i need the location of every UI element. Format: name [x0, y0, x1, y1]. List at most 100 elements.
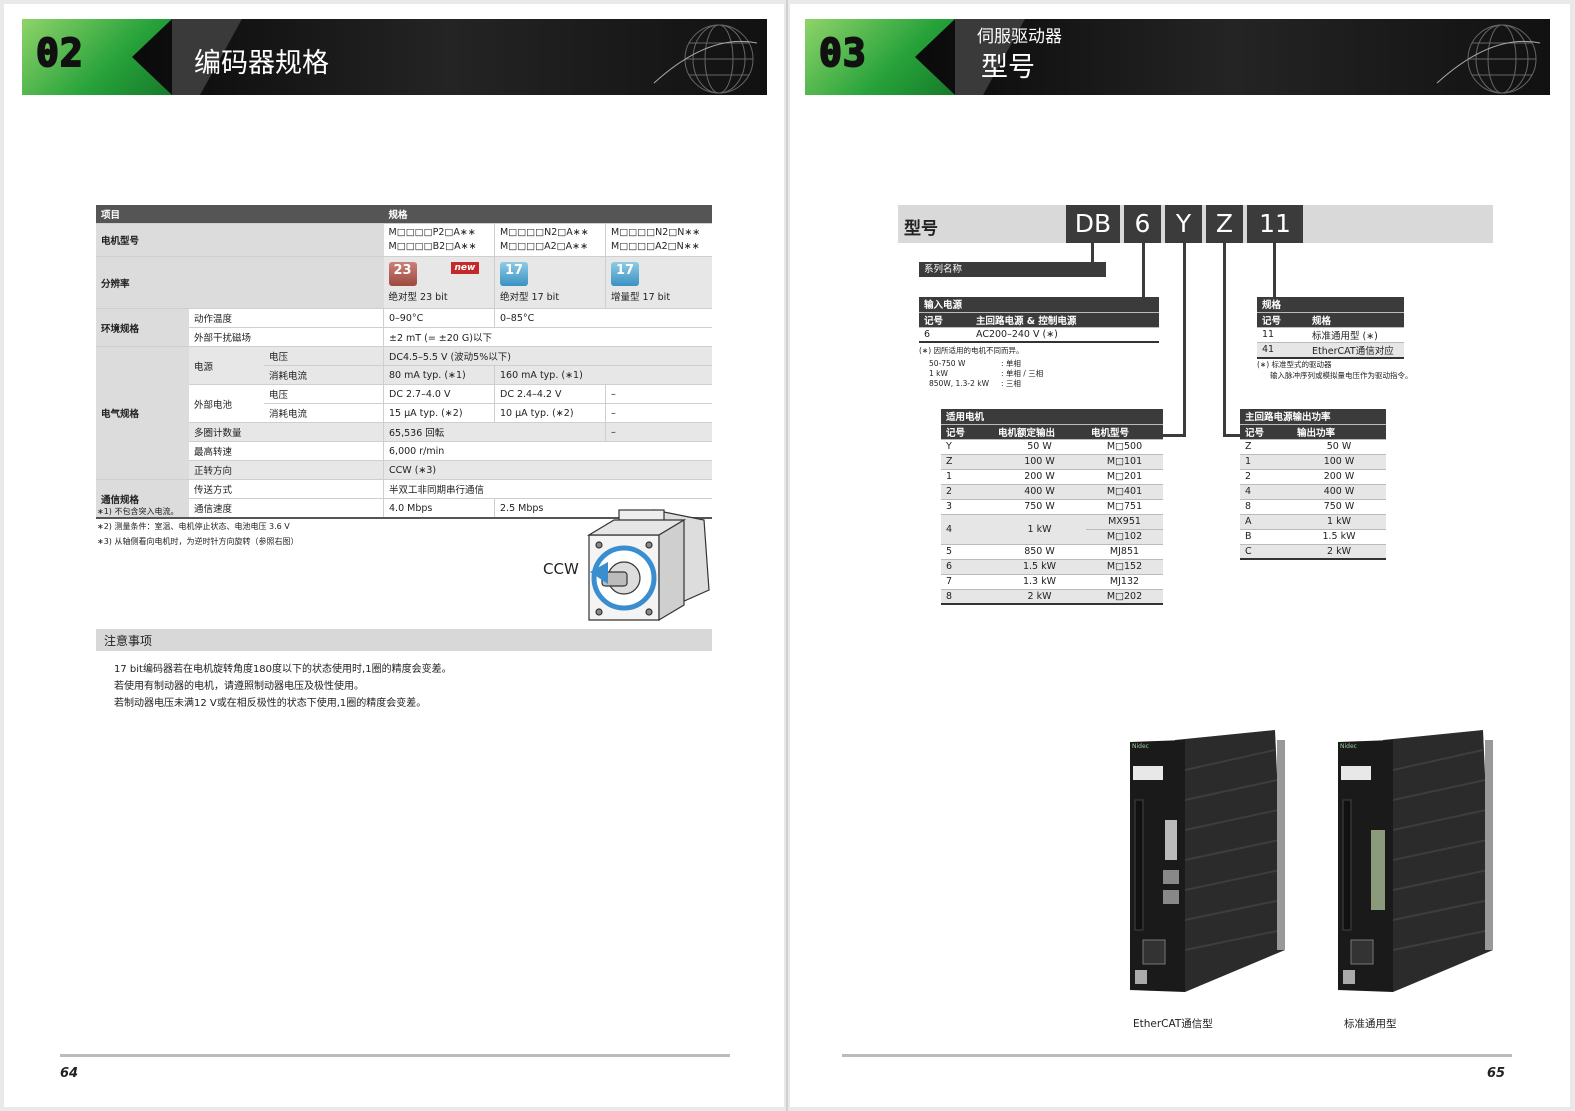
- subnote-range: 50-750 W: [929, 359, 966, 368]
- ext-field-label: 外部干扰磁场: [189, 327, 384, 347]
- motor-code: 6: [941, 559, 993, 575]
- footnote: ∗3) 从轴侧看向电机时，为逆时针方向旋转（参照右图）: [97, 537, 299, 546]
- chapter-header: 03 伺服驱动器 型号: [805, 19, 1550, 95]
- col-power: 主回路电源 & 控制电源: [971, 312, 1159, 328]
- motor-code: Z: [941, 454, 993, 470]
- bat-current: 10 μA typ. (∗2): [494, 403, 606, 423]
- output-code: 8: [1240, 499, 1292, 515]
- bat-current: –: [605, 403, 712, 423]
- output-value: 750 W: [1292, 499, 1386, 515]
- direction-label: 正转方向: [189, 460, 384, 480]
- new-badge: new: [450, 262, 480, 274]
- max-speed-value: 6,000 r/min: [383, 441, 712, 461]
- motor-code: 1: [941, 469, 993, 485]
- page-number: 64: [60, 1066, 79, 1081]
- power-voltage: DC4.5–5.5 V (波动5%以下): [383, 346, 712, 366]
- motor-output: 400 W: [993, 484, 1086, 500]
- power-current: 160 mA typ. (∗1): [494, 365, 712, 385]
- battery-label: 外部电池: [189, 384, 264, 423]
- voltage-label: 电压: [264, 346, 384, 366]
- encoder-17bit-badge: 17: [611, 262, 640, 286]
- col-symbol: 记号: [1257, 312, 1307, 328]
- model-text: M□□□□P2□A∗∗: [388, 227, 476, 238]
- col-symbol: 记号: [941, 424, 993, 440]
- col-symbol: 记号: [1240, 424, 1292, 440]
- subnote-range: 850W, 1.3-2 kW: [929, 379, 990, 388]
- col-symbol: 记号: [919, 312, 971, 328]
- ext-field-value: ±2 mT (= ±20 G)以下: [383, 327, 712, 347]
- comm-speed-value: 4.0 Mbps: [383, 498, 495, 519]
- motor-output: 200 W: [993, 469, 1086, 485]
- bat-current: 15 μA typ. (∗2): [383, 403, 495, 423]
- code-motor: Y: [1165, 205, 1202, 243]
- spec-value: 标准通用型 (∗): [1307, 327, 1404, 343]
- input-power-title: 输入电源: [919, 297, 1159, 313]
- standard-drive-image: [1338, 730, 1493, 992]
- op-temp-value: 0–85°C: [494, 308, 712, 328]
- motor-model: M□500: [1086, 439, 1163, 455]
- brand-label: Nidec: [1132, 743, 1149, 750]
- motor-ccw-illustration: [586, 509, 710, 622]
- spec-code: 41: [1257, 342, 1307, 358]
- chapter-header: 02 编码器规格: [22, 19, 767, 95]
- motor-model: M□102: [1086, 529, 1163, 545]
- caution-header: 注意事项: [96, 629, 712, 651]
- resolution-cell: 17 绝对型 17 bit: [494, 256, 606, 309]
- ccw-label: CCW: [543, 560, 579, 578]
- chapter-number: 02: [35, 30, 84, 76]
- op-temp-label: 动作温度: [189, 308, 384, 328]
- page-number: 65: [1487, 1066, 1506, 1081]
- input-power-note: (∗) 因所适用的电机不同而异。: [919, 346, 1024, 355]
- max-speed-label: 最高转速: [189, 441, 384, 461]
- power-label: 电源: [189, 346, 264, 385]
- current-label: 消耗电流: [264, 403, 384, 423]
- elec-label: 电气规格: [96, 346, 189, 480]
- chapter-number: 03: [818, 30, 867, 76]
- subnote-range: 1 kW: [929, 369, 948, 378]
- ethercat-drive-image: [1130, 730, 1285, 992]
- output-value: 100 W: [1292, 454, 1386, 470]
- resolution-text: 绝对型 17 bit: [500, 292, 560, 303]
- footnotes: ∗1) 不包含突入电流。 ∗2) 测量条件：室温、电机停止状态、电池电压 3.6…: [97, 504, 298, 549]
- spec-code: 11: [1257, 327, 1307, 343]
- chapter-title: 型号: [981, 52, 1035, 83]
- motor-code: Y: [941, 439, 993, 455]
- encoder-17bit-badge: 17: [500, 262, 529, 286]
- subnote-phase: : 单相: [1001, 359, 1021, 368]
- footnote: ∗1) 不包含突入电流。: [97, 507, 179, 516]
- transfer-label: 传送方式: [189, 479, 384, 499]
- caption-standard: 标准通用型: [1344, 1018, 1397, 1030]
- current-label: 消耗电流: [264, 365, 384, 385]
- motor-model: M□201: [1086, 469, 1163, 485]
- input-power-subnotes: 50-750 W: 单相 1 kW: 单相 / 三相 850W, 1.3-2 k…: [929, 359, 1043, 389]
- spec-title: 规格: [1257, 297, 1404, 313]
- spec-note: (∗) 标准型式的驱动器: [1257, 360, 1332, 369]
- brand-label: Nidec: [1340, 743, 1357, 750]
- ip-code: 6: [919, 327, 971, 343]
- motor-model: M□152: [1086, 559, 1163, 575]
- motor-code: 7: [941, 574, 993, 590]
- comm-label: 通信规格: [96, 479, 189, 519]
- code-input-power: 6: [1124, 205, 1161, 243]
- page-fold: [786, 0, 788, 1111]
- output-code: 1: [1240, 454, 1292, 470]
- model-label: 型号: [904, 219, 938, 239]
- output-code: B: [1240, 529, 1292, 545]
- footnote: ∗2) 测量条件：室温、电机停止状态、电池电压 3.6 V: [97, 522, 290, 531]
- code-series: DB: [1066, 205, 1120, 243]
- motor-output: 750 W: [993, 499, 1086, 515]
- col-output: 输出功率: [1292, 424, 1386, 440]
- globe-icon: [1436, 24, 1541, 94]
- subnote-phase: : 三相: [1001, 379, 1021, 388]
- spec-value: EtherCAT通信对应: [1307, 342, 1404, 358]
- output-title: 主回路电源输出功率: [1240, 409, 1386, 425]
- motor-model: MJ132: [1086, 574, 1163, 590]
- motor-output: 100 W: [993, 454, 1086, 470]
- resolution-label: 分辨率: [96, 256, 384, 309]
- output-value: 2 kW: [1292, 544, 1386, 560]
- motor-model-cell: M□□□□P2□A∗∗M□□□□B2□A∗∗: [383, 223, 495, 257]
